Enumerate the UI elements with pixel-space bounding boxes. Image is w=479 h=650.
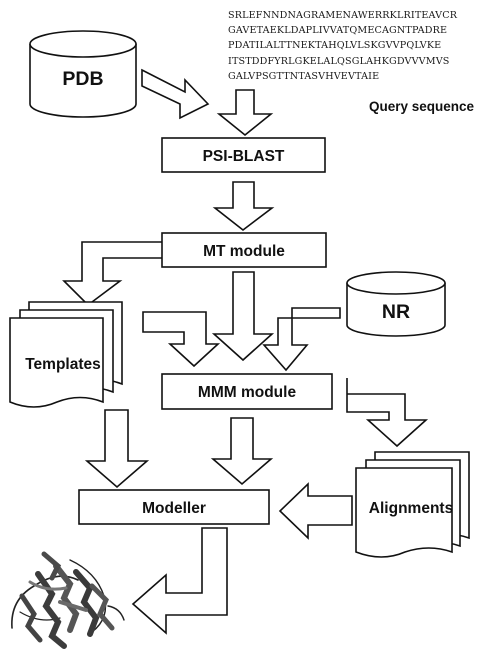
modeller-label: Modeller [142, 500, 206, 517]
sequence-line: GAVETAEKLDAPLIVVATQMECAGNTPADRE [228, 25, 448, 37]
mmm-module-label: MMM module [198, 384, 297, 401]
sequence-line: SRLEFNNDNAGRAMENAWERRKLRITEAVCR [228, 10, 458, 21]
alignments-document-stack [355, 451, 470, 558]
sequence-line: ITSTDDFYRLGKELALQSGLAHKGDVVVMVS [228, 55, 450, 67]
mt-module-box [161, 232, 327, 268]
mmm-module-box [161, 373, 333, 410]
pdb-label: PDB [62, 68, 103, 90]
query-sequence: SRLEFNNDNAGRAMENAWERRKLRITEAVCR GAVETAEK… [228, 8, 476, 84]
nr-label: NR [382, 301, 410, 323]
templates-label: Templates [25, 356, 101, 373]
templates-document-stack [9, 301, 123, 408]
arrow-mt-to-mmm [211, 271, 275, 362]
psiblast-box [161, 137, 326, 173]
pdb-database-icon [29, 30, 137, 118]
sequence-line: GALVPSGTTNTASVHVEVTAIE [228, 70, 380, 82]
arrow-mt-to-templates [62, 241, 167, 307]
arrow-mmm-to-alignments [346, 378, 429, 448]
alignments-label: Alignments [369, 500, 453, 517]
sequence-line: PDATILALTTNEKTAHQLVLSKGVVPQLVKE [228, 40, 442, 52]
arrow-mmm-to-modeller [210, 417, 274, 486]
arrow-templates-to-mmm [142, 311, 221, 368]
arrow-nr-to-mmm [262, 307, 341, 372]
arrow-pdb-to-psiblast [141, 68, 210, 120]
mt-module-label: MT module [203, 243, 285, 260]
arrow-templates-to-modeller [84, 409, 150, 489]
modeller-box [78, 489, 270, 525]
arrow-query-to-psiblast [216, 89, 274, 137]
nr-database-icon [346, 271, 446, 337]
arrow-modeller-to-structure [131, 527, 228, 635]
psiblast-label: PSI-BLAST [203, 148, 285, 165]
query-sequence-label: Query sequence [369, 99, 475, 114]
protein-structure-icon [11, 551, 125, 649]
arrow-alignments-to-modeller [278, 482, 353, 540]
arrow-psiblast-to-mt [212, 181, 275, 232]
